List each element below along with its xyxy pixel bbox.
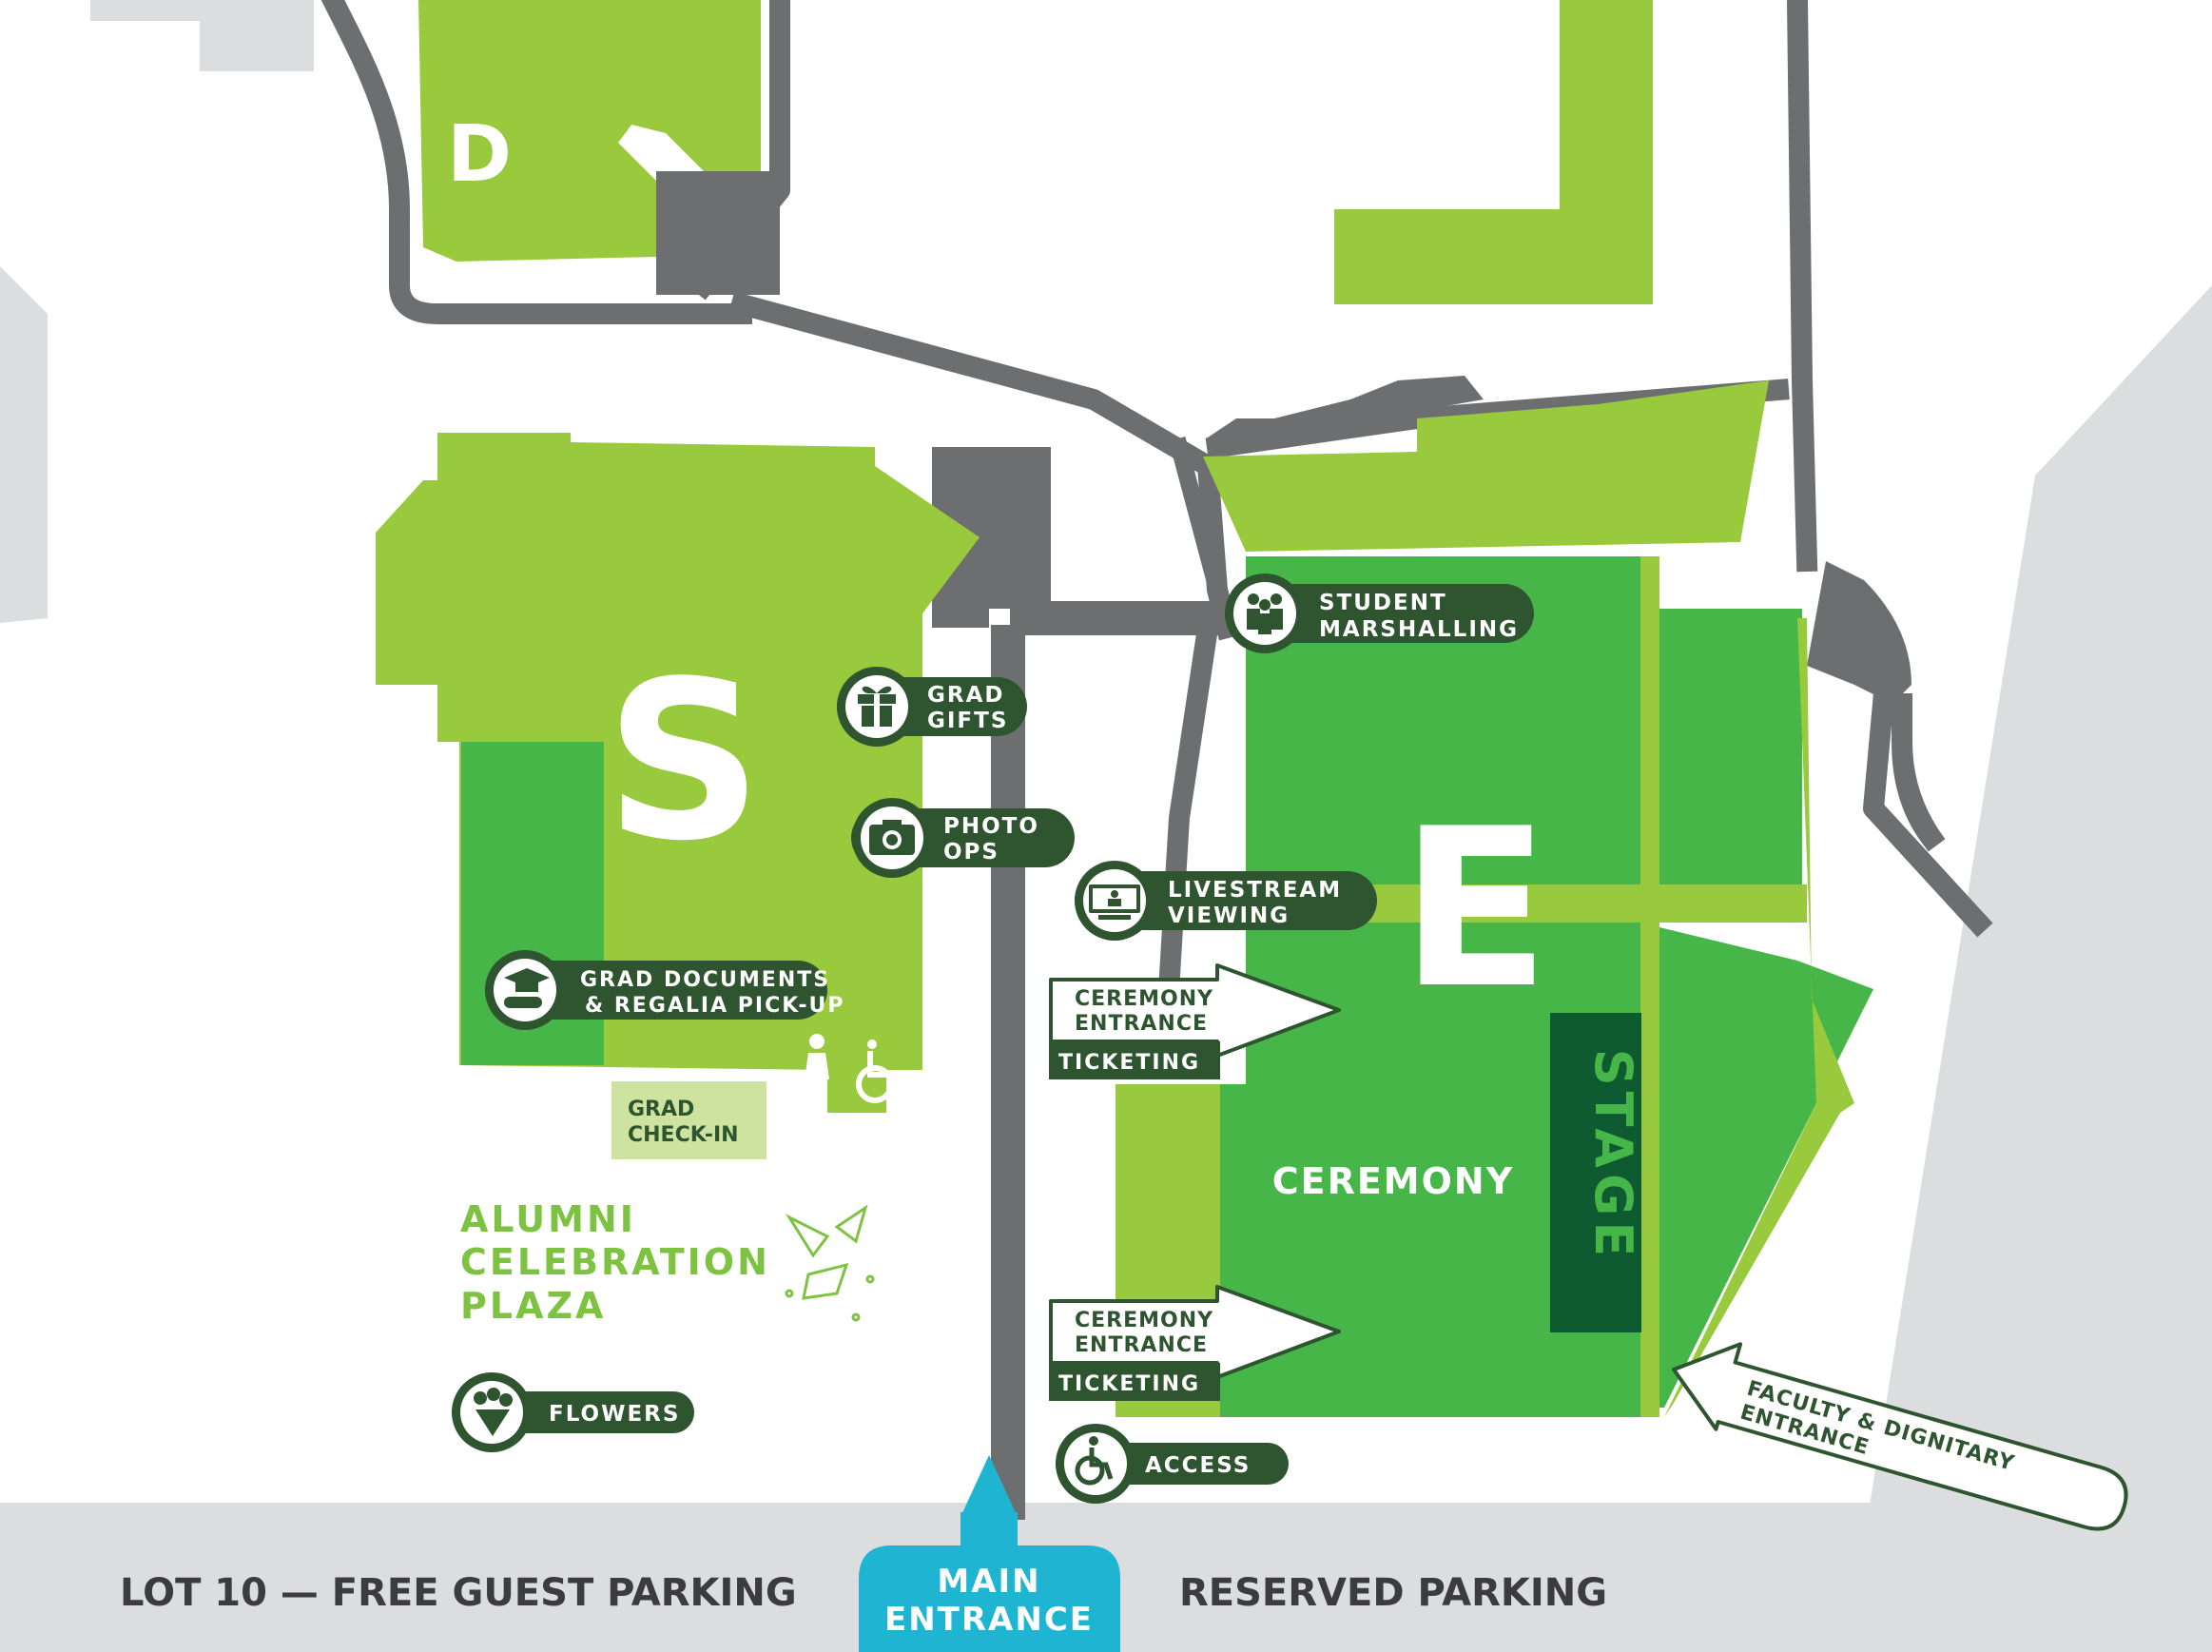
ceremony-entrance-south-line1: CEREMONY <box>1075 1309 1213 1332</box>
access-label: ACCESS <box>1145 1453 1251 1478</box>
grad-checkin-line2: CHECK-IN <box>628 1123 739 1147</box>
building-top-right <box>1334 0 1653 304</box>
photo-ops-line1: PHOTO <box>943 814 1039 839</box>
road-junction <box>656 171 780 295</box>
building-e-roof <box>1203 380 1769 552</box>
alumni-plaza-label: ALUMNI CELEBRATION PLAZA <box>460 1198 770 1327</box>
ceremony-entrance-north-line1: CEREMONY <box>1075 987 1213 1011</box>
ceremony-entrance-north[interactable]: CEREMONY ENTRANCE TICKETING <box>1049 963 1341 1079</box>
grad-checkin-line1: GRAD <box>628 1098 694 1121</box>
ceremony-entrance-south-line2: ENTRANCE <box>1075 1333 1208 1357</box>
poi-photo-ops[interactable]: PHOTO OPS <box>851 798 1075 878</box>
student-marshalling-line2: MARSHALLING <box>1319 617 1519 642</box>
photo-ops-line2: OPS <box>943 840 999 865</box>
main-entrance-marker[interactable]: MAIN ENTRANCE <box>859 1455 1120 1652</box>
stage-block <box>1550 1013 1641 1332</box>
parking-right-label: RESERVED PARKING <box>1179 1571 1607 1615</box>
poi-access[interactable]: ACCESS <box>1056 1424 1289 1504</box>
poi-flowers[interactable]: FLOWERS <box>452 1372 694 1452</box>
flowers-icon <box>474 1388 513 1436</box>
ceremony-entrance-north-ticketing: TICKETING <box>1058 1051 1200 1075</box>
people-icon <box>1247 593 1283 634</box>
livestream-line2: VIEWING <box>1168 904 1290 928</box>
grad-gifts-line2: GIFTS <box>927 709 1008 733</box>
ceremony-entrance-south[interactable]: CEREMONY ENTRANCE TICKETING <box>1049 1285 1341 1401</box>
ceremony-label: CEREMONY <box>1272 1160 1515 1202</box>
flowers-label: FLOWERS <box>549 1402 680 1427</box>
poi-student-marshalling[interactable]: STUDENT MARSHALLING <box>1225 573 1534 653</box>
alumni-line2: CELEBRATION <box>460 1241 770 1283</box>
building-e <box>1217 556 1873 1417</box>
main-entrance-line1: MAIN <box>937 1563 1040 1601</box>
camera-icon <box>869 820 915 855</box>
grad-gifts-line1: GRAD <box>927 683 1004 708</box>
poi-grad-gifts[interactable]: GRAD GIFTS <box>837 667 1027 747</box>
building-s-label: S <box>605 635 765 889</box>
building-e-east-strip <box>1664 618 1854 1417</box>
building-e-corridor-v <box>1640 556 1659 1417</box>
gift-icon <box>858 686 896 727</box>
celebration-icon <box>785 1204 875 1322</box>
grad-documents-line1: GRAD DOCUMENTS <box>580 968 830 992</box>
poi-grad-documents[interactable]: GRAD DOCUMENTS & REGALIA PICK-UP <box>485 950 845 1030</box>
wheelchair-icon <box>1075 1436 1114 1486</box>
building-d-label: D <box>447 109 514 200</box>
main-entrance-line2: ENTRANCE <box>884 1601 1094 1639</box>
screen-icon <box>1089 884 1140 920</box>
poi-livestream-viewing[interactable]: LIVESTREAM VIEWING <box>1075 861 1377 941</box>
building-e-label: E <box>1400 783 1551 1037</box>
ceremony-entrance-north-line2: ENTRANCE <box>1075 1012 1208 1036</box>
student-marshalling-line1: STUDENT <box>1319 591 1447 615</box>
restroom-icon <box>805 1034 829 1103</box>
building-d <box>366 0 761 262</box>
stage-label: STAGE <box>1583 1049 1643 1263</box>
livestream-line1: LIVESTREAM <box>1168 878 1342 903</box>
grad-checkin-box <box>611 1081 766 1159</box>
grad-documents-line2: & REGALIA PICK-UP <box>585 994 845 1018</box>
graduation-cap-icon <box>504 968 550 1008</box>
alumni-line3: PLAZA <box>460 1285 606 1327</box>
road-steps <box>1208 376 1484 447</box>
ceremony-entrance-south-ticketing: TICKETING <box>1058 1372 1200 1396</box>
roundabout <box>1807 561 1911 704</box>
parking-left-label: LOT 10 — FREE GUEST PARKING <box>120 1571 797 1615</box>
alumni-line1: ALUMNI <box>460 1198 636 1240</box>
service-road <box>932 447 1051 628</box>
accessible-restroom-icon <box>856 1040 899 1103</box>
